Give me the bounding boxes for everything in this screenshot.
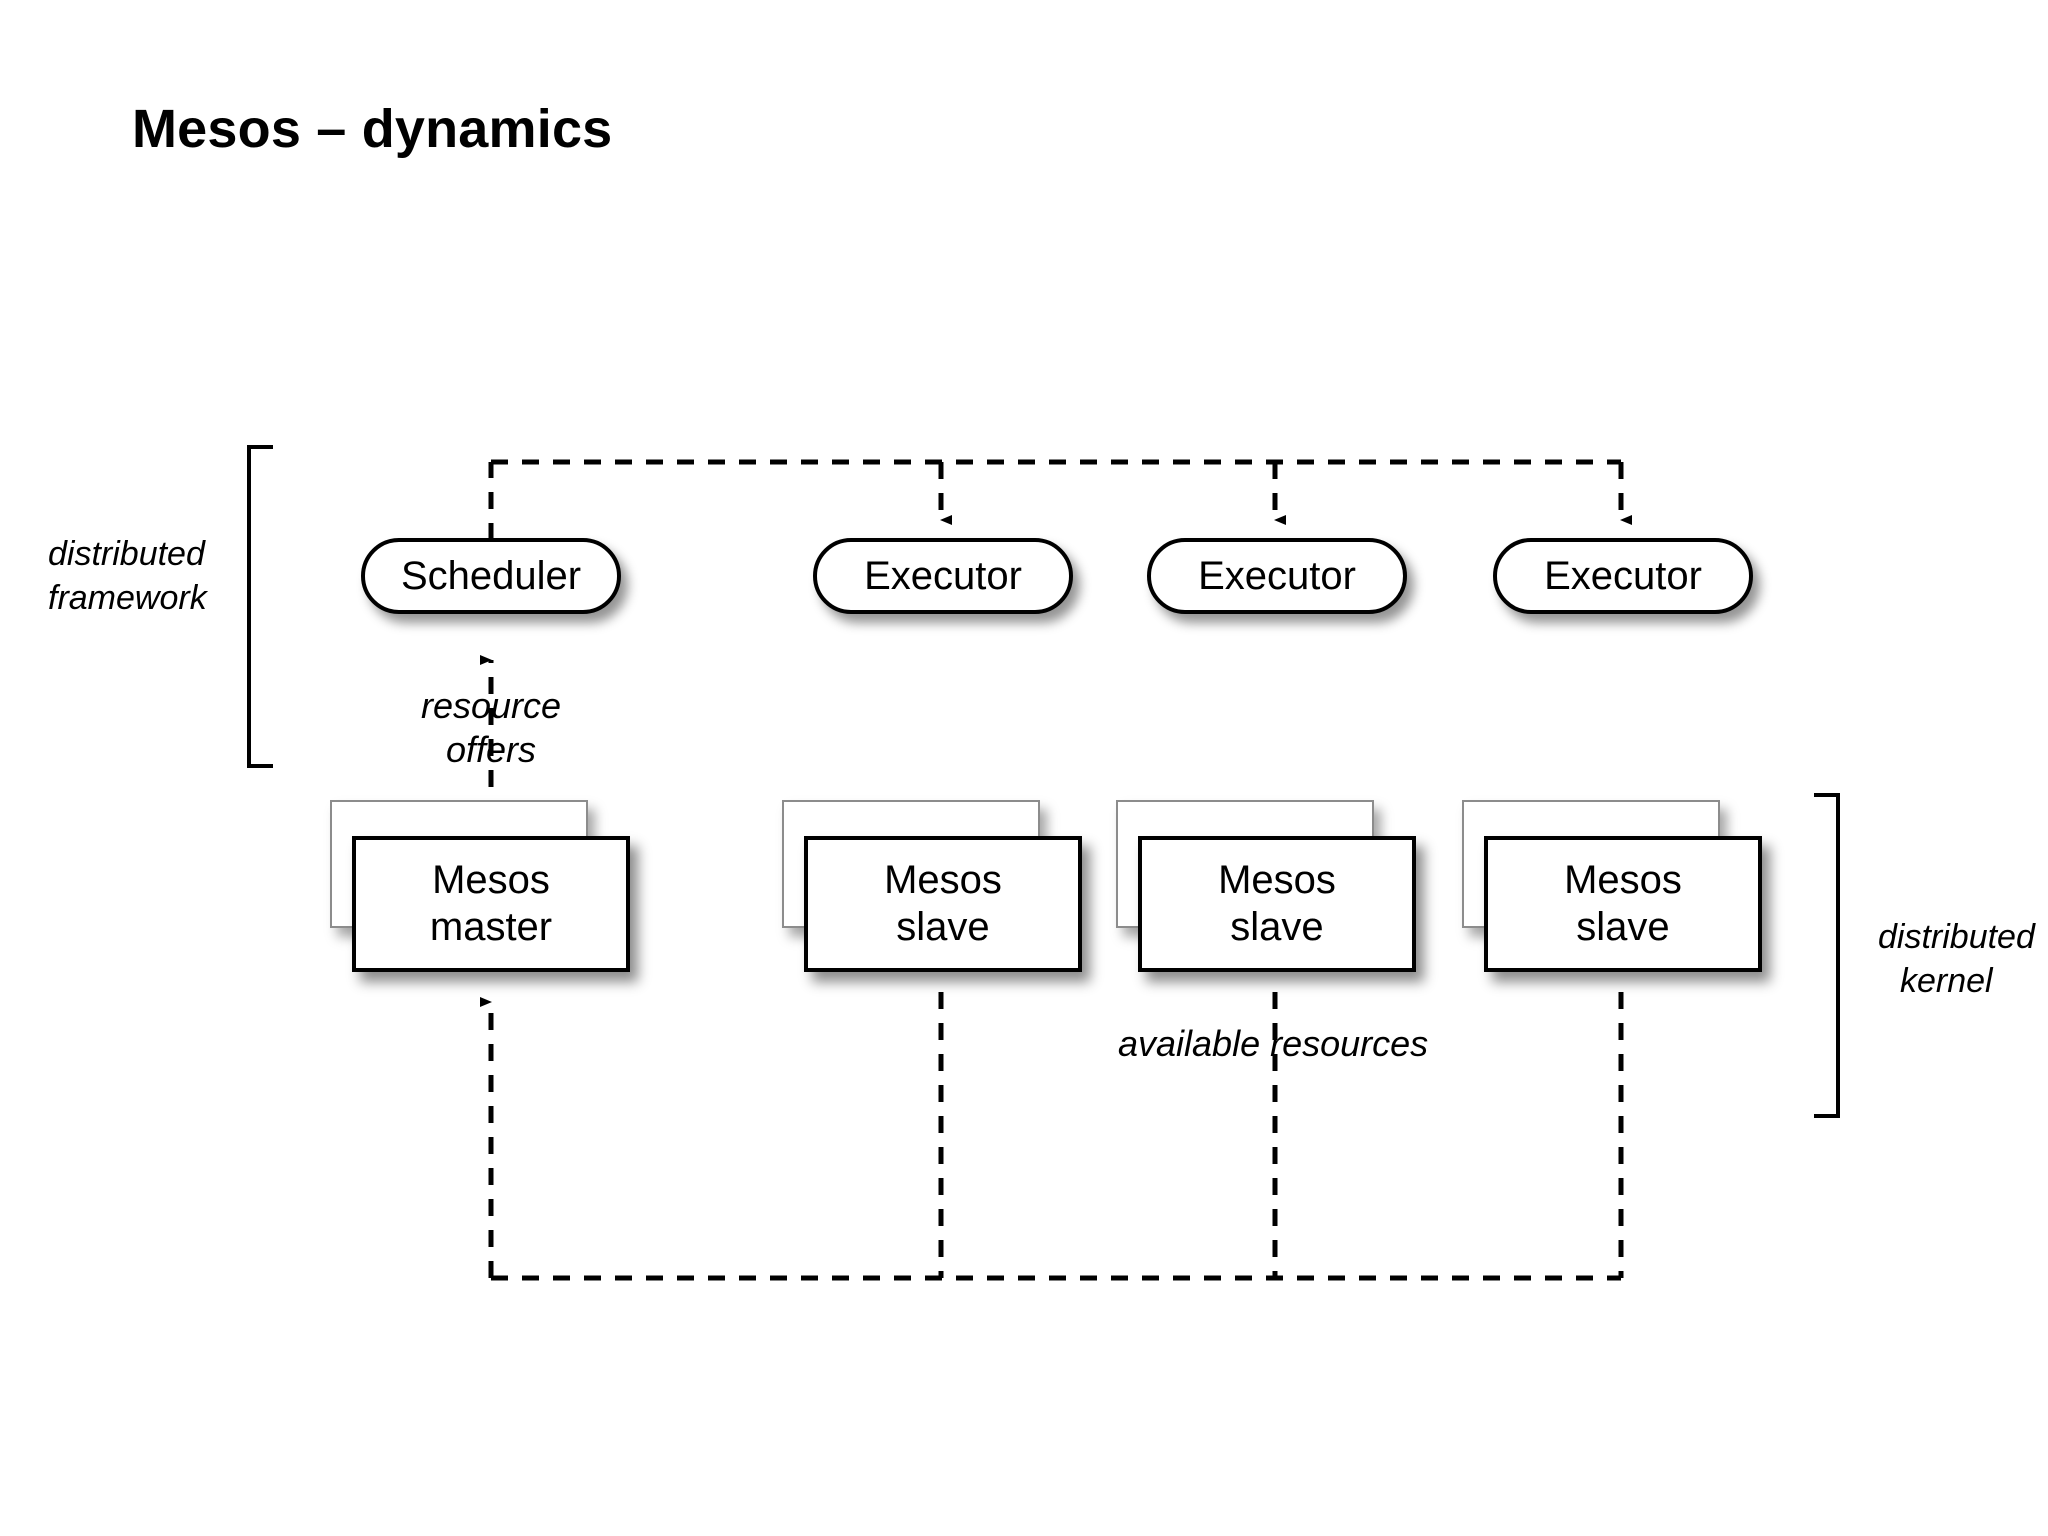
mesos-master-line2: master (429, 905, 553, 949)
right-group-label-line2: kernel (1900, 961, 1993, 1000)
left-group-label-line2: framework (48, 578, 207, 617)
mesos-slave-2-front-card[interactable]: Mesos slave (1138, 836, 1416, 972)
right-group-bracket (1814, 793, 1840, 1118)
right-group-label: distributed kernel (1878, 916, 2048, 1003)
node-executor-2[interactable]: Executor (1147, 538, 1407, 614)
mesos-master-line1: Mesos (432, 857, 550, 902)
resource-offers-annotation: resource offers (341, 684, 641, 772)
mesos-slave-3-line1: Mesos (1564, 857, 1682, 902)
node-scheduler[interactable]: Scheduler (361, 538, 621, 614)
mesos-slave-1-line2: slave (896, 905, 990, 949)
right-group-label-line1: distributed (1878, 918, 2035, 956)
node-executor-1-label: Executor (864, 553, 1022, 598)
node-executor-3[interactable]: Executor (1493, 538, 1753, 614)
left-group-label: distributed framework (48, 533, 228, 620)
mesos-slave-1-line1: Mesos (884, 857, 1002, 902)
mesos-master-front-card[interactable]: Mesos master (352, 836, 630, 972)
node-executor-2-label: Executor (1198, 553, 1356, 598)
mesos-slave-2-line2: slave (1230, 905, 1324, 949)
node-executor-3-label: Executor (1544, 553, 1702, 598)
mesos-slave-3-front-card[interactable]: Mesos slave (1484, 836, 1762, 972)
available-resources-annotation: available resources (1118, 1023, 1429, 1064)
node-scheduler-label: Scheduler (400, 553, 582, 598)
resource-offers-line1: resource (420, 685, 562, 726)
mesos-slave-1-front-card[interactable]: Mesos slave (804, 836, 1082, 972)
page-title: Mesos – dynamics (132, 99, 613, 159)
mesos-slave-3-line2: slave (1576, 905, 1670, 949)
mesos-slave-2-line1: Mesos (1218, 857, 1336, 902)
node-executor-1[interactable]: Executor (813, 538, 1073, 614)
left-group-label-line1: distributed (48, 535, 205, 573)
resource-offers-line2: offers (445, 728, 537, 770)
left-group-bracket (247, 445, 273, 768)
